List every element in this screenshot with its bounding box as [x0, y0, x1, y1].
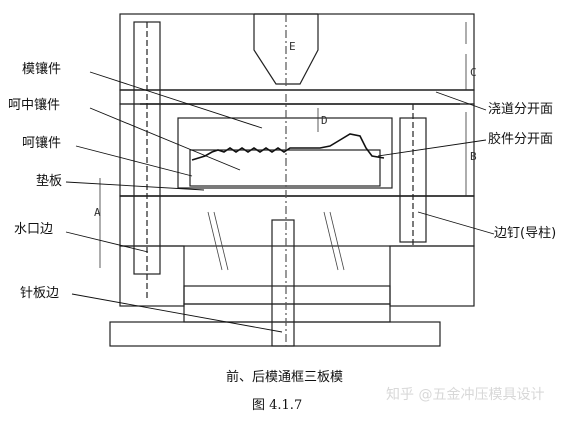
- label-jiao-dao-fen-kai-mian: 浇道分开面: [488, 102, 554, 117]
- top-clamp-plate: [119, 13, 475, 91]
- watermark: 知乎 @五金冲压模具设计: [386, 387, 545, 403]
- label-a-xiang-jian: 呵镶件: [22, 136, 62, 151]
- ejector-retainer: [183, 303, 391, 323]
- dim-a: A: [94, 206, 101, 219]
- dim-b: B: [470, 150, 477, 163]
- figure-number: 图 4.1.7: [252, 398, 303, 413]
- label-bian-ding: 边钉(导柱): [494, 226, 557, 241]
- sprue-bushing: [253, 14, 319, 85]
- figure-caption: 前、后模通框三板模: [226, 370, 344, 385]
- runner-plate: [119, 89, 475, 105]
- label-a-zhong-xiang-jian: 呵中镶件: [8, 98, 61, 113]
- ejector-plate: [183, 285, 391, 305]
- part-outline: [191, 133, 385, 161]
- dim-d: D: [321, 114, 328, 127]
- center-ejector: [271, 219, 295, 347]
- cavity-insert: [177, 117, 393, 189]
- label-zhen-ban-bian: 针板边: [20, 286, 60, 301]
- label-dian-ban: 垫板: [36, 174, 63, 189]
- dim-e: E: [289, 40, 296, 53]
- label-mo-xiang-jian: 模镶件: [22, 62, 62, 77]
- dim-c: C: [470, 66, 477, 79]
- spacer-right: [389, 245, 475, 307]
- label-shui-kou-bian: 水口边: [14, 222, 54, 237]
- b-plate: [119, 195, 475, 247]
- spacer-left: [119, 245, 185, 307]
- bottom-clamp-plate: [109, 321, 441, 347]
- label-jiao-jian-fen-kai-mian: 胶件分开面: [488, 132, 554, 147]
- core-insert: [189, 149, 381, 187]
